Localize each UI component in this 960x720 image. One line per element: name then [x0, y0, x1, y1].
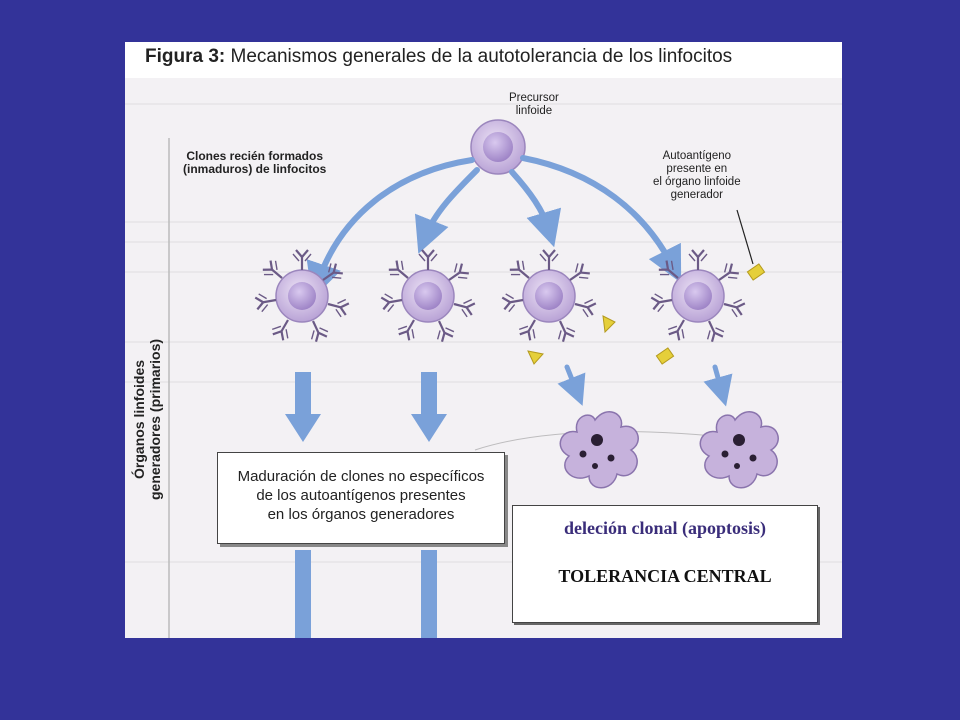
figure-panel: Figura 3: Mecanismos generales de la aut… — [125, 42, 842, 638]
figure-title: Figura 3: Mecanismos generales de la aut… — [145, 46, 732, 68]
lymphocyte-icon-4 — [649, 248, 747, 345]
central-tolerance-box: deleción clonal (apoptosis) TOLERANCIA C… — [512, 505, 818, 623]
lymphocyte-icon-1 — [253, 248, 351, 345]
apoptotic-cell-icon-1 — [559, 411, 639, 489]
maturation-line-1: Maduración de clones no específicos — [237, 468, 485, 485]
precursor-label-line-1: Precursor — [509, 92, 559, 104]
maturation-arrows — [285, 372, 447, 638]
precursor-label: Precursor linfoide — [509, 92, 559, 118]
lymphocyte-icon-2 — [379, 248, 477, 345]
differentiation-arrows — [306, 155, 682, 300]
autoantigen-label-line-4: generador — [670, 189, 724, 201]
autoantigen-label-line-3: el órgano linfoide — [653, 176, 741, 188]
apoptotic-cell-icon-2 — [699, 411, 779, 489]
apoptosis-arrows — [557, 364, 733, 407]
maturation-box: Maduración de clones no específicos de l… — [217, 452, 505, 544]
clonal-deletion-text: deleción clonal (apoptosis) — [563, 518, 766, 538]
autoantigen-label-line-1: Autoantígeno — [662, 150, 731, 162]
precursor-label-line-2: linfoide — [515, 105, 553, 117]
clones-label-line-1: Clones recién formados — [186, 149, 324, 163]
maturation-line-2: de los autoantígenos presentes — [256, 487, 466, 504]
lymphocyte-icon-3 — [500, 248, 598, 345]
central-tolerance-text: TOLERANCIA CENTRAL — [558, 566, 772, 586]
diagram-canvas — [125, 103, 842, 638]
autoantigen-icon — [527, 263, 766, 365]
autoantigen-pointer-line — [736, 209, 754, 265]
side-label-line-2: generadores (primarios) — [147, 338, 163, 500]
figure-title-prefix: Figura 3: — [145, 46, 226, 67]
autoantigen-label: Autoantígeno presente en el órgano linfo… — [653, 150, 741, 202]
clones-label: Clones recién formados (inmaduros) de li… — [183, 150, 326, 176]
autoantigen-label-line-2: presente en — [666, 163, 728, 175]
side-label-line-1: Órganos linfoides — [131, 359, 147, 479]
clones-label-line-2: (inmaduros) de linfocitos — [183, 162, 327, 176]
title-bar: Figura 3: Mecanismos generales de la aut… — [125, 42, 842, 78]
maturation-line-3: en los órganos generadores — [267, 506, 455, 523]
figure-title-text: Mecanismos generales de la autotoleranci… — [225, 46, 733, 67]
precursor-cell-icon — [470, 119, 526, 175]
side-label: Órganos linfoides generadores (primarios… — [131, 339, 163, 500]
